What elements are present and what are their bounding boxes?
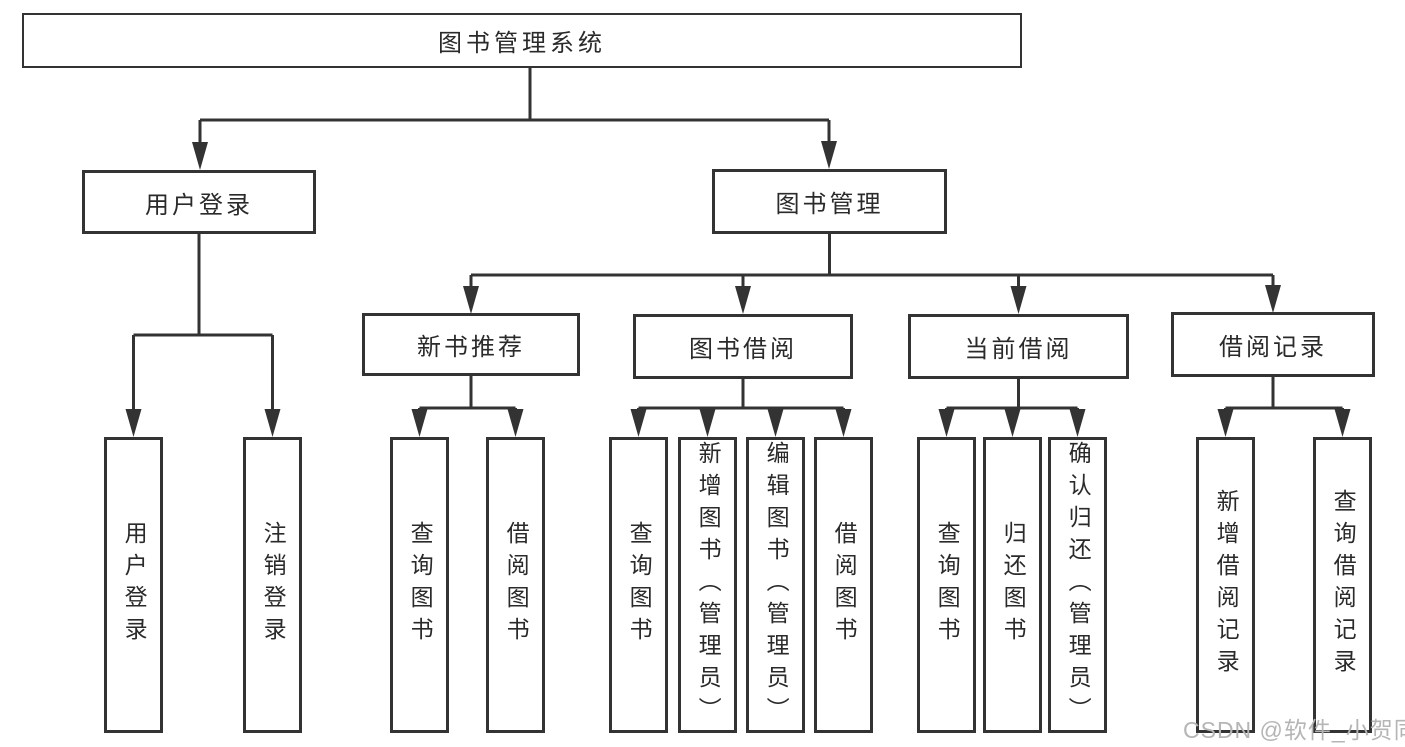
node-new-book-recommend: 新书推荐 bbox=[362, 313, 580, 376]
node-borrow-books-recommend: 借阅图书 bbox=[486, 437, 545, 733]
node-logout: 注销登录 bbox=[243, 437, 302, 733]
node-book-management: 图书管理 bbox=[712, 169, 947, 234]
csdn-watermark: CSDN @软件_小贺同学 bbox=[1183, 717, 1405, 743]
node-borrowing-records: 借阅记录 bbox=[1171, 312, 1375, 377]
node-query-borrow-record: 查询借阅记录 bbox=[1313, 437, 1372, 733]
node-add-books-admin: 新增图书（管理员） bbox=[678, 437, 737, 733]
node-query-books-recommend: 查询图书 bbox=[390, 437, 449, 733]
node-query-books-borrowing: 查询图书 bbox=[609, 437, 668, 733]
node-add-borrow-record: 新增借阅记录 bbox=[1196, 437, 1255, 733]
node-query-books-current: 查询图书 bbox=[917, 437, 976, 733]
node-borrow-books-borrowing: 借阅图书 bbox=[814, 437, 873, 733]
node-user-login: 用户登录 bbox=[104, 437, 163, 733]
node-current-borrowing: 当前借阅 bbox=[908, 314, 1129, 379]
node-edit-books-admin: 编辑图书（管理员） bbox=[746, 437, 805, 733]
node-library-management-system: 图书管理系统 bbox=[22, 13, 1022, 68]
node-book-borrowing: 图书借阅 bbox=[633, 314, 853, 379]
node-user-login-branch: 用户登录 bbox=[82, 170, 316, 234]
connector-arrowheads bbox=[125, 141, 1351, 437]
node-confirm-return-admin: 确认归还（管理员） bbox=[1048, 437, 1107, 733]
node-return-books: 归还图书 bbox=[983, 437, 1042, 733]
